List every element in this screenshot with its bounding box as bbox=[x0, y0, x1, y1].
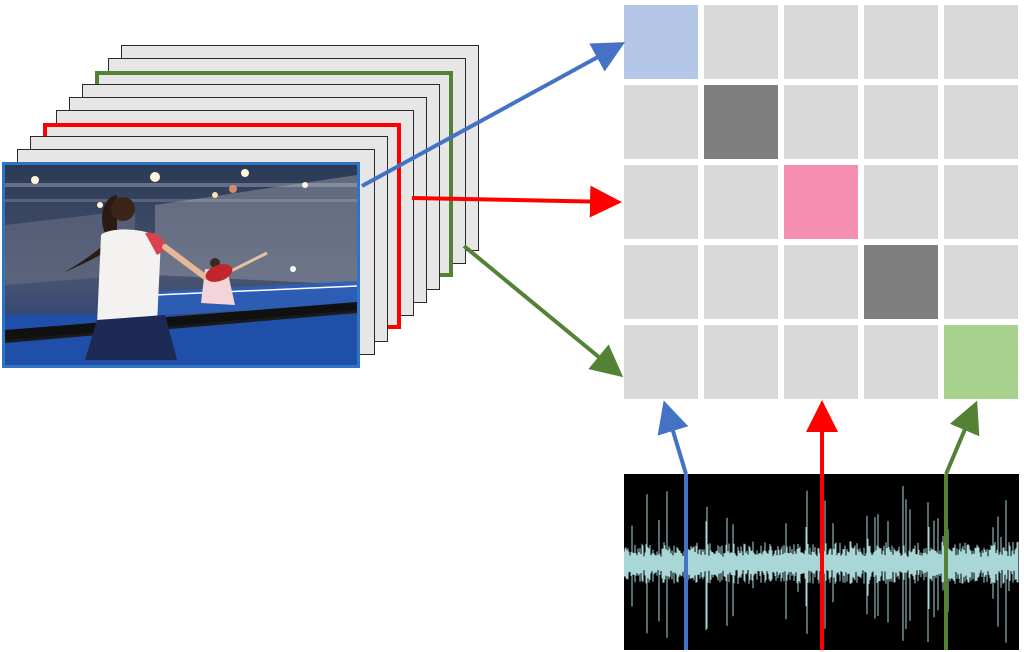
grid-cell bbox=[704, 5, 778, 79]
arrow-icon bbox=[944, 400, 980, 475]
waveform-icon bbox=[624, 486, 1019, 643]
table-tennis-photo-icon bbox=[5, 165, 357, 365]
grid-cell bbox=[944, 85, 1018, 159]
grid-cell bbox=[784, 325, 858, 399]
audio-waveform bbox=[624, 474, 1019, 650]
grid-cell bbox=[944, 5, 1018, 79]
grid-cell bbox=[784, 245, 858, 319]
grid-cell bbox=[864, 5, 938, 79]
grid-cell bbox=[624, 85, 698, 159]
grid-cell bbox=[784, 85, 858, 159]
grid-cell bbox=[624, 325, 698, 399]
grid-cell bbox=[944, 245, 1018, 319]
grid-cell bbox=[864, 325, 938, 399]
grid-cell bbox=[704, 165, 778, 239]
arrow-icon bbox=[462, 244, 624, 378]
grid-cell bbox=[624, 245, 698, 319]
grid-cell bbox=[624, 5, 698, 79]
grid-cell bbox=[704, 85, 778, 159]
grid-cell bbox=[704, 245, 778, 319]
grid-cell bbox=[864, 245, 938, 319]
table-tennis-photo bbox=[2, 162, 360, 368]
grid-cell bbox=[784, 5, 858, 79]
grid-cell bbox=[944, 325, 1018, 399]
waveform-trace bbox=[624, 486, 1019, 643]
arrow-icon bbox=[657, 400, 689, 475]
grid-cell bbox=[944, 165, 1018, 239]
grid-cell bbox=[704, 325, 778, 399]
grid-cell bbox=[784, 165, 858, 239]
grid-cell bbox=[864, 85, 938, 159]
grid-cell bbox=[624, 165, 698, 239]
grid-cell bbox=[864, 165, 938, 239]
